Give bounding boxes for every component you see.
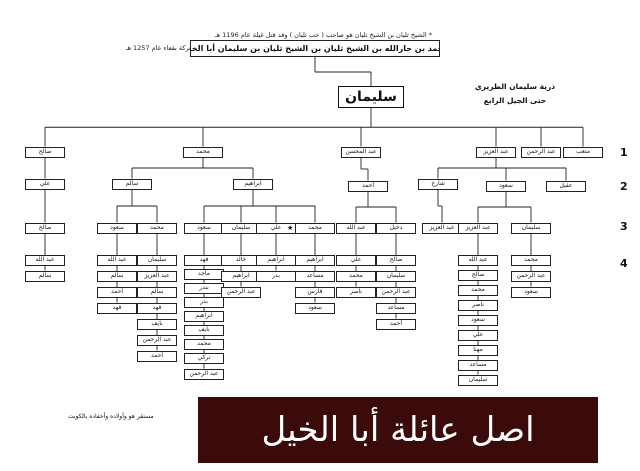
tree-node: سالم: [112, 178, 152, 190]
root-node: سليمان: [338, 86, 404, 108]
tree-node: عبد الرحمن: [376, 286, 416, 298]
tree-node: عقيل: [546, 180, 586, 192]
tree-node: ماجد: [184, 268, 224, 280]
generation-marker: 1: [620, 146, 628, 159]
tree-node: مساعد: [458, 359, 498, 371]
tree-node: عبد الرحمن: [221, 286, 261, 298]
tree-node: عبد الرحمن: [184, 368, 224, 380]
tree-node: أحمد: [137, 350, 177, 362]
tree-node: صالح: [25, 222, 65, 234]
tree-node: سعود: [458, 314, 498, 326]
tree-node: متعب: [563, 146, 603, 158]
tree-node: فارس: [295, 286, 335, 298]
header-note-1: * الشيخ ثليان بن الشيخ ثليان هو صاحب ( خ…: [214, 31, 432, 39]
descendants-title: ذرية سليمان الظريري: [474, 82, 556, 91]
tree-node: مساعد: [376, 302, 416, 314]
tree-node: بدر: [256, 270, 296, 282]
tree-node: سليمان: [458, 374, 498, 386]
tree-node: تركي: [184, 352, 224, 364]
tree-node: محمد: [511, 254, 551, 266]
tree-node: عبد العزيز: [137, 270, 177, 282]
tree-node: عبد الرحمن: [521, 146, 561, 158]
tree-node: سليمان: [137, 254, 177, 266]
tree-node: سعود: [97, 222, 137, 234]
generation-marker: 2: [620, 180, 628, 193]
title-banner: اصل عائلة أبا الخيل: [198, 397, 598, 463]
tree-node: سالم: [97, 270, 137, 282]
tree-node: ناصر: [336, 286, 376, 298]
tree-node: عبد الله: [336, 222, 376, 234]
star-marker: ★: [287, 224, 294, 232]
kuwait-note: مستقر هو وأولاده وأحفاده بالكويت: [68, 413, 154, 420]
tree-node: مهنا: [458, 344, 498, 356]
top-ancestor-box: محمد بن جارالله بن الشيخ ثليان بن الشيخ …: [190, 40, 440, 57]
tree-node: أحمد: [97, 286, 137, 298]
tree-node: سعود: [511, 286, 551, 298]
tree-node: عبد الرحمن: [511, 270, 551, 282]
tree-node: محمد: [183, 146, 223, 158]
tree-node: خالد: [221, 254, 261, 266]
tree-node: سليمان: [221, 222, 261, 234]
tree-node: محمد: [458, 284, 498, 296]
tree-node: دخيل: [376, 222, 416, 234]
tree-node: مساعد: [295, 270, 335, 282]
tree-node: نايف: [184, 324, 224, 336]
generation-marker: 3: [620, 220, 628, 233]
tree-node: بدر: [184, 296, 224, 308]
tree-node: علي: [458, 329, 498, 341]
tree-node: علي: [25, 178, 65, 190]
tree-node: علي: [336, 254, 376, 266]
tree-node: فهد: [97, 302, 137, 314]
generation-title: حتى الجيل الرابع: [483, 96, 547, 105]
tree-node: ابراهيم: [233, 178, 273, 190]
tree-node: أحمد: [376, 318, 416, 330]
tree-node: عبد الرحمن: [137, 334, 177, 346]
tree-node: سعود: [486, 180, 526, 192]
tree-node: سالم: [137, 286, 177, 298]
tree-node: شارخ: [418, 178, 458, 190]
tree-node: فهد: [184, 254, 224, 266]
tree-node: محمد: [137, 222, 177, 234]
tree-node: ابراهيم: [221, 270, 261, 282]
tree-node: عبد العزيز: [476, 146, 516, 158]
tree-node: ابراهيم: [184, 310, 224, 322]
generation-marker: 4: [620, 257, 628, 270]
tree-node: محمد: [184, 338, 224, 350]
tree-node: بندر: [184, 282, 224, 294]
tree-node: سعود: [184, 222, 224, 234]
tree-node: عبد الله: [458, 254, 498, 266]
tree-node: صالح: [376, 254, 416, 266]
tree-node: محمد: [336, 270, 376, 282]
tree-node: عبد المحسن: [341, 146, 381, 158]
tree-node: سليمان: [511, 222, 551, 234]
tree-node: عبد العزيز: [422, 222, 462, 234]
tree-node: صالح: [25, 146, 65, 158]
tree-node: ناصر: [458, 299, 498, 311]
tree-node: فهد: [137, 302, 177, 314]
tree-node: ابراهيم: [256, 254, 296, 266]
tree-node: سعود: [295, 302, 335, 314]
tree-node: نايف: [137, 318, 177, 330]
tree-node: عبد الله: [25, 254, 65, 266]
tree-node: سليمان: [376, 270, 416, 282]
tree-node: محمد: [295, 222, 335, 234]
tree-node: أحمد: [348, 180, 388, 192]
tree-node: عبد العزيز: [458, 222, 498, 234]
tree-node: عبد الله: [97, 254, 137, 266]
tree-node: سالم: [25, 270, 65, 282]
tree-node: صالح: [458, 269, 498, 281]
tree-node: ابراهيم: [295, 254, 335, 266]
